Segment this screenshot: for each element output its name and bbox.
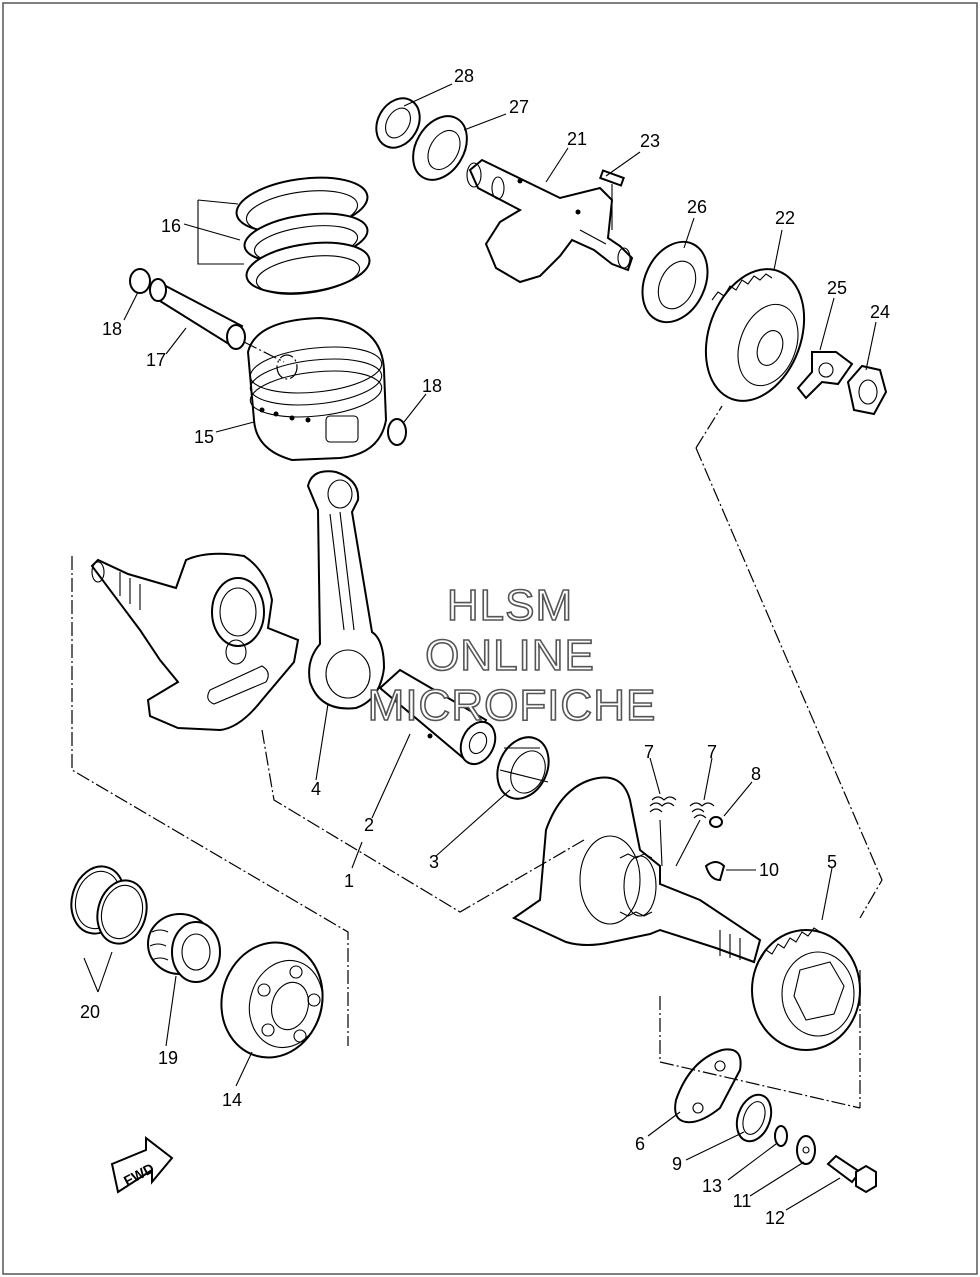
label-part-19: 19 xyxy=(158,1048,178,1068)
label-part-3: 3 xyxy=(429,852,439,872)
piston-ring-set-part xyxy=(235,176,371,295)
label-part-17: 17 xyxy=(146,350,166,370)
spacer-part xyxy=(147,913,221,983)
crankshaft-left-part xyxy=(90,552,300,732)
label-part-7b: 7 xyxy=(707,742,717,762)
piston-pin-part xyxy=(149,278,246,350)
label-part-12: 12 xyxy=(765,1208,785,1228)
label-part-18a: 18 xyxy=(102,319,122,339)
woodruff-key-part xyxy=(704,861,726,882)
label-part-23: 23 xyxy=(640,131,660,151)
bearing-small-part xyxy=(412,115,468,181)
assembly-outlines xyxy=(71,199,883,1109)
label-part-5: 5 xyxy=(827,852,837,872)
label-part-6: 6 xyxy=(635,1134,645,1154)
oil-seal-part xyxy=(375,97,421,149)
circlip-pair-part xyxy=(70,865,148,945)
connecting-rod-part xyxy=(306,470,386,710)
label-part-4: 4 xyxy=(311,779,321,799)
label-part-8: 8 xyxy=(751,764,761,784)
circlip-gear-part xyxy=(735,1093,773,1143)
label-part-11: 11 xyxy=(733,1191,752,1211)
needle-bearing-part xyxy=(496,736,550,800)
label-part-22: 22 xyxy=(775,208,795,228)
label-part-28: 28 xyxy=(454,66,474,86)
piston-part xyxy=(243,316,388,462)
label-part-15: 15 xyxy=(194,427,214,447)
pin-part xyxy=(709,816,723,828)
label-part-10: 10 xyxy=(759,860,779,880)
label-part-18b: 18 xyxy=(422,376,442,396)
watermark-line-2: ONLINE xyxy=(425,631,595,680)
label-part-27: 27 xyxy=(509,97,529,117)
fwd-arrow-icon: FWD xyxy=(110,1135,174,1194)
spring-left-part xyxy=(649,796,677,813)
bearing-large-part xyxy=(641,240,709,324)
leader-lines xyxy=(123,83,877,1211)
label-part-9: 9 xyxy=(672,1154,682,1174)
o-ring-part xyxy=(774,1125,788,1147)
label-part-2: 2 xyxy=(364,815,374,835)
label-part-14: 14 xyxy=(222,1090,242,1110)
watermark-line-3: MICROFICHE xyxy=(368,681,657,730)
balancer-shaft-part xyxy=(466,158,634,284)
key-part xyxy=(599,169,625,187)
label-part-16: 16 xyxy=(161,216,181,236)
watermark: HLSM ONLINE MICROFICHE xyxy=(367,580,657,731)
label-part-24: 24 xyxy=(870,302,890,322)
part-labels: 1 2 3 4 5 6 7 7 8 9 10 11 12 13 14 15 16… xyxy=(80,66,890,1228)
label-part-26: 26 xyxy=(687,197,707,217)
label-part-7a: 7 xyxy=(644,742,654,762)
circlip-right-part xyxy=(387,418,407,446)
main-bearing-part xyxy=(220,941,324,1059)
lock-washer-part xyxy=(796,351,854,400)
washer-part xyxy=(796,1135,816,1165)
label-part-13: 13 xyxy=(702,1176,722,1196)
label-part-20: 20 xyxy=(80,1002,100,1022)
spring-right-part xyxy=(689,802,715,819)
balancer-driven-gear-part xyxy=(704,268,806,402)
watermark-line-1: HLSM xyxy=(447,581,573,630)
plate-part xyxy=(674,1048,742,1124)
nut-part xyxy=(846,364,888,416)
bolt-part xyxy=(826,1154,877,1194)
label-part-1: 1 xyxy=(344,871,354,891)
label-part-25: 25 xyxy=(827,278,847,298)
label-part-21: 21 xyxy=(567,129,587,149)
circlip-left-part xyxy=(129,268,151,294)
crank-pin-part xyxy=(378,668,497,766)
primary-drive-gear-part xyxy=(751,927,861,1051)
crankshaft-right-part xyxy=(511,776,762,964)
